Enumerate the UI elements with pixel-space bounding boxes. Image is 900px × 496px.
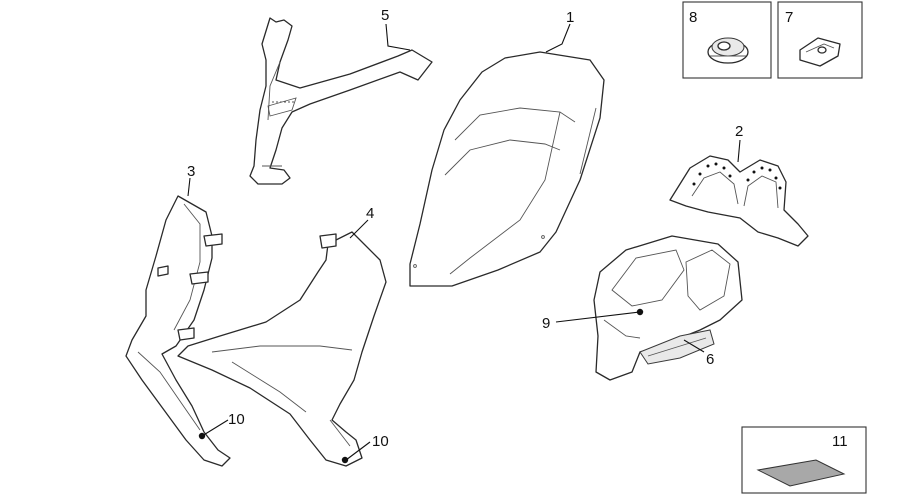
callout-5: 5 (381, 7, 389, 24)
part-7-box (777, 1, 863, 79)
callout-2: 2 (735, 123, 743, 140)
callout-7: 7 (785, 9, 793, 26)
part-1-windshield (409, 51, 605, 287)
part-6-lower-piece (639, 329, 715, 365)
callout-4: 4 (366, 205, 374, 222)
callout-3: 3 (187, 163, 195, 180)
part-4-leg-shield (177, 231, 387, 467)
part-5-upper-cover (249, 17, 433, 185)
part-8-box (682, 1, 772, 79)
leader-lines (187, 23, 741, 464)
callout-11: 11 (832, 433, 848, 450)
callout-6: 6 (706, 351, 714, 368)
callout-10-right: 10 (372, 433, 389, 450)
callout-8: 8 (689, 9, 697, 26)
part-3-side-panel (125, 195, 231, 467)
callout-10-left: 10 (228, 411, 245, 428)
part-2-frame (669, 155, 809, 247)
callout-9: 9 (542, 315, 550, 332)
part-11-box (741, 426, 867, 494)
callout-1: 1 (566, 9, 574, 26)
